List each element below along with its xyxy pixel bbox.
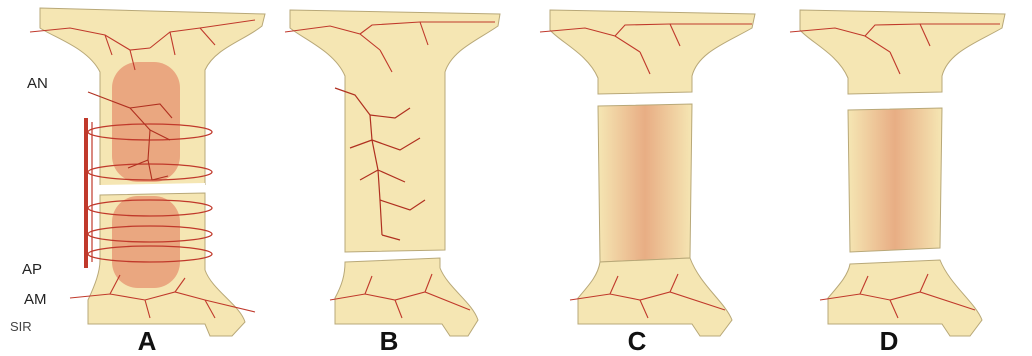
label-ap: AP: [22, 262, 42, 277]
corner-mark: SIR: [10, 320, 32, 333]
panel-a: [30, 8, 265, 336]
caption-a: A: [127, 328, 167, 354]
bone-lower-fragment: [828, 260, 982, 336]
bone-top-fragment: [800, 10, 1005, 94]
caption-c: C: [617, 328, 657, 354]
caption-b: B: [369, 328, 409, 354]
bone-top-fragment: [550, 10, 755, 94]
bone-shaft-lower: [578, 258, 732, 336]
panel-d: [790, 10, 1005, 336]
label-am: AM: [24, 292, 47, 307]
label-an: AN: [27, 76, 48, 91]
panel-c: [540, 10, 755, 336]
caption-d: D: [869, 328, 909, 354]
bone-upper-segment: [290, 10, 500, 252]
bone-shaft-graft: [598, 104, 692, 262]
bone-shaft-graft: [848, 108, 942, 252]
panel-b: [285, 10, 500, 336]
